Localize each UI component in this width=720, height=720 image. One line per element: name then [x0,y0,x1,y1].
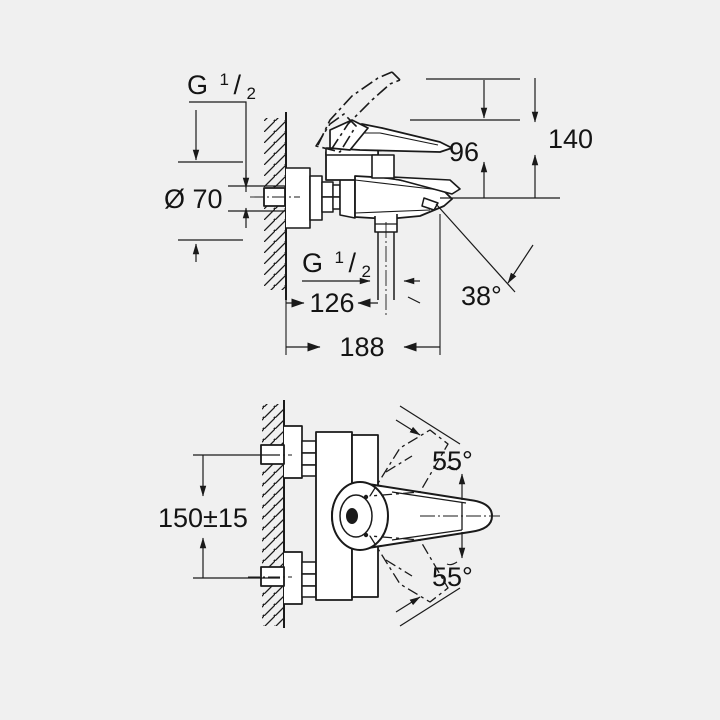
dimension-lever-angle-upper [395,405,466,500]
front-elevation-view [248,400,500,628]
body-coupling [321,181,341,213]
dimension-spout-reach [285,214,441,355]
inlet-union-nut [250,187,300,207]
side-elevation-view [250,71,461,318]
label-spout-reach: 126 [309,288,354,318]
lever-handle-front [331,481,500,551]
label-thread-top: G 1 / 2 [187,61,256,103]
dimension-flange-diameter [178,170,286,262]
label-flange-diameter: Ø 70 [164,184,223,214]
dimension-lever-angle-lower [395,532,466,627]
lever-handle-open-phantom [315,71,401,153]
coupling-upper [301,440,317,477]
label-spout-angle: 38° [461,281,502,311]
wall-escutcheon [286,167,323,229]
label-overall-projection: 188 [339,332,384,362]
escutcheon-upper [284,425,303,479]
dimension-spout-angle [435,203,534,293]
wall-section-hatch-front [262,400,285,628]
body-knob [371,154,395,179]
dimension-inlet-spacing [193,454,280,579]
dimension-spout-height [410,78,560,199]
label-thread-lower: G 1 / 2 [302,239,371,281]
lever-handle-closed [329,119,453,153]
lever-phantom-up [369,429,449,497]
label-lever-angle-upper: 55° [432,446,473,476]
coupling-lower [301,561,317,598]
escutcheon-lower [284,551,303,605]
lever-phantom-down [369,535,449,603]
label-lever-angle-lower: 55° [432,562,473,592]
inlet-nut-lower [248,566,292,587]
label-inlet-spacing: 150±15 [158,503,248,533]
label-spout-height: 96 [449,137,479,167]
shower-outlet [374,214,398,318]
spout [354,175,461,220]
dimension-thread-top [178,101,247,192]
label-total-height: 140 [548,124,593,154]
